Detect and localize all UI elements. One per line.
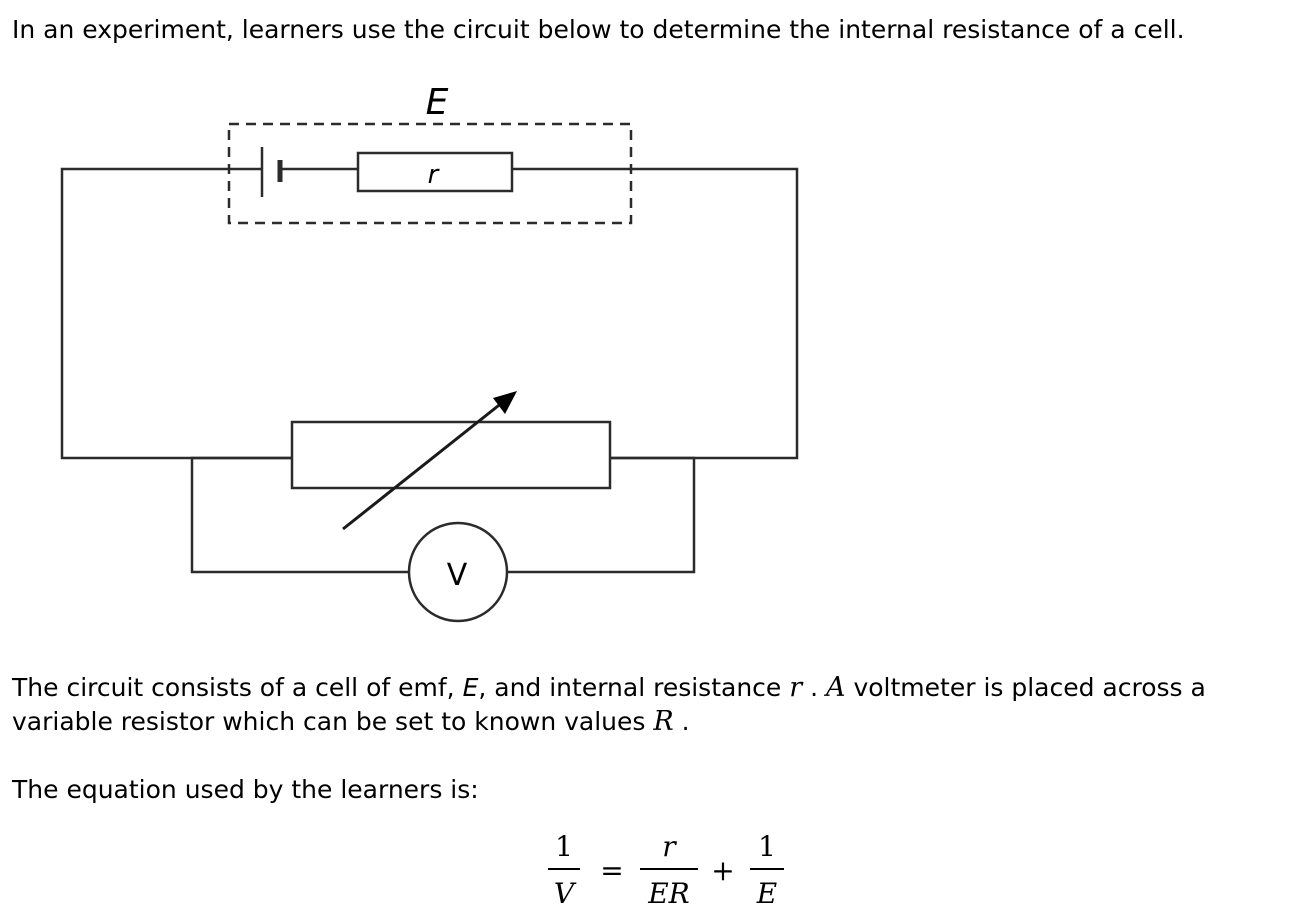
internal-resistor xyxy=(356,151,514,193)
cell-symbol xyxy=(260,147,283,197)
equation-term1-fraction-bar xyxy=(640,868,698,870)
circuit-wire-left xyxy=(60,167,292,460)
equation-equals: = xyxy=(600,854,624,887)
voltmeter-wire-left xyxy=(190,456,409,574)
emf-label: E xyxy=(426,82,449,123)
description-text-4: voltmeter is placed across a xyxy=(845,673,1206,702)
equation-intro: The equation used by the learners is: xyxy=(12,775,479,804)
cell-enclosure-dashed xyxy=(227,122,633,225)
variable-resistor-arrow xyxy=(342,391,517,531)
description-text-2: , and internal resistance xyxy=(478,673,790,702)
description-text-1: The circuit consists of a cell of emf, xyxy=(12,673,463,702)
description-text-6: . xyxy=(673,707,690,736)
description-text-5: variable resistor which can be set to kn… xyxy=(12,707,654,736)
equation-term2-fraction-bar xyxy=(750,868,784,870)
equation-term2-denominator: E xyxy=(756,877,778,910)
equation-lhs-fraction-bar xyxy=(548,868,580,870)
equation-lhs-denominator: V xyxy=(553,877,575,910)
description-emf-symbol: E xyxy=(462,673,479,702)
equation-term1-denominator: ER xyxy=(648,877,690,910)
description-a-symbol: A xyxy=(826,672,846,703)
equation-term1-numerator: r xyxy=(662,830,676,863)
voltmeter-wire-right xyxy=(507,456,696,574)
internal-resistance-label: r xyxy=(428,160,441,190)
description-line-1: The circuit consists of a cell of emf, E… xyxy=(12,671,1206,705)
variable-resistor xyxy=(290,420,612,490)
description-text-3: . xyxy=(802,673,827,702)
description-r-symbol: r xyxy=(789,672,803,703)
equation-plus: + xyxy=(711,854,735,887)
description-r-value-symbol: R xyxy=(653,706,674,737)
equation-term2-numerator: 1 xyxy=(758,830,776,863)
circuit-wire-right xyxy=(512,167,799,460)
voltmeter-label: V xyxy=(447,558,468,593)
description-line-2: variable resistor which can be set to kn… xyxy=(12,705,690,739)
voltmeter xyxy=(407,521,509,623)
question-intro: In an experiment, learners use the circu… xyxy=(12,15,1185,44)
equation-lhs-numerator: 1 xyxy=(555,830,573,863)
